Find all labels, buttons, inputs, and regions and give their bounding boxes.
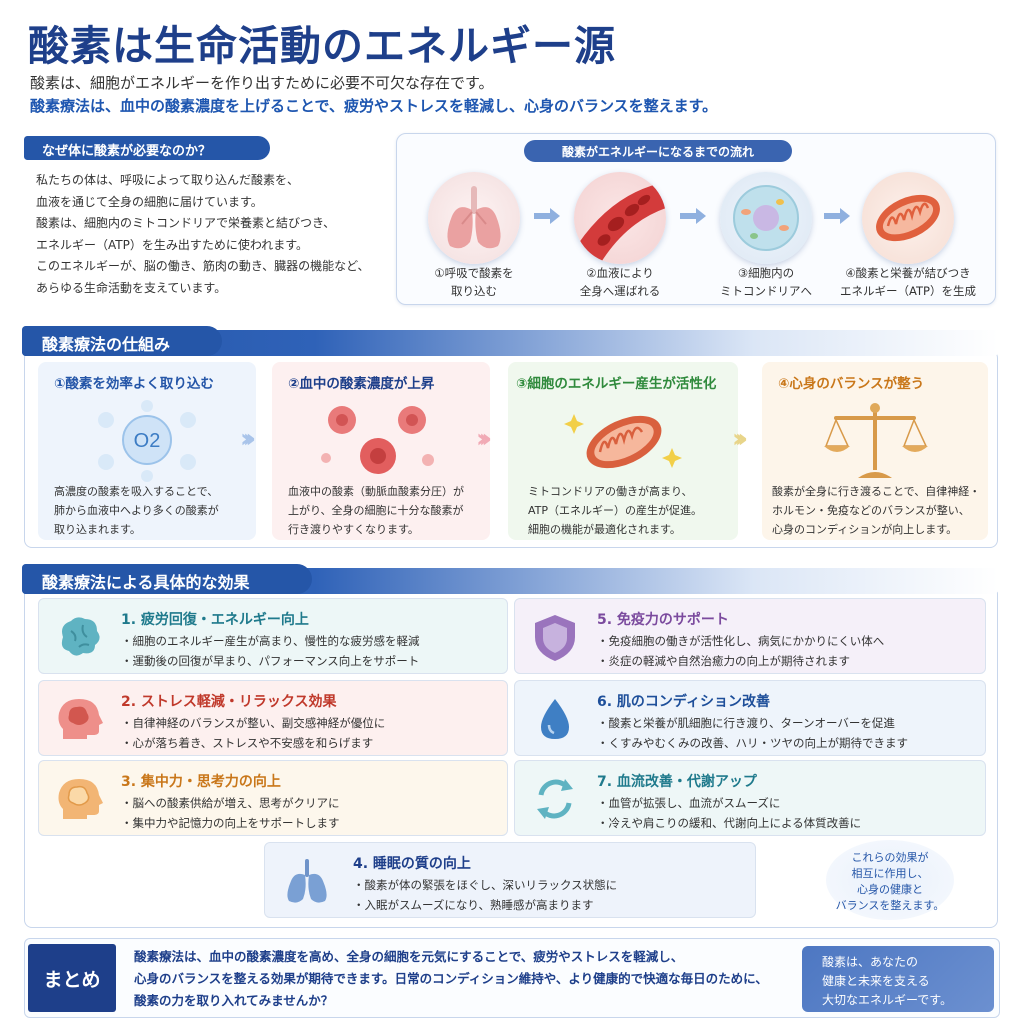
effect-card: 6. 肌のコンディション改善 ・酸素と栄養が肌細胞に行き渡り、ターンオーバーを促… xyxy=(514,680,986,756)
flow-heading: 酸素がエネルギーになるまでの流れ xyxy=(524,140,792,162)
mitochondria-icon xyxy=(862,172,954,264)
water-drop-icon xyxy=(541,699,569,739)
chevron-right-icon: ››› xyxy=(476,424,492,454)
oxygen-molecule-icon: O2 xyxy=(98,400,196,482)
lungs-icon xyxy=(287,859,327,903)
mechanism-heading: 酸素療法の仕組み xyxy=(22,326,222,356)
red-blood-cells-icon xyxy=(321,406,434,474)
flow-step-label: ④酸素と栄養が結びつき エネルギー（ATP）を生成 xyxy=(840,266,976,298)
effect-line: ・免疫細胞の働きが活性化し、病気にかかりにくい体へ xyxy=(597,634,885,648)
effect-card: 2. ストレス軽減・リラックス効果 ・自律神経のバランスが整い、副交感神経が優位… xyxy=(38,680,508,756)
mechanism-card-desc: ミトコンドリアの働きが高まり、 ATP（エネルギー）の産生が促進。 細胞の機能が… xyxy=(528,485,703,536)
effect-card: 1. 疲労回復・エネルギー向上 ・細胞のエネルギー産生が高まり、慢性的な疲労感を… xyxy=(38,598,508,674)
effect-card: 5. 免疫力のサポート ・免疫細胞の働きが活性化し、病気にかかりにくい体へ ・炎… xyxy=(514,598,986,674)
effect-line: ・くすみやむくみの改善、ハリ・ツヤの向上が期待できます xyxy=(597,736,908,750)
brain-icon xyxy=(61,617,100,656)
why-line: エネルギー（ATP）を生み出すために使われます。 xyxy=(36,237,309,252)
summary-callout: 酸素は、あなたの 健康と未来を支える 大切なエネルギーです。 xyxy=(802,946,994,1012)
effect-line: ・運動後の回復が早まり、パフォーマンス向上をサポート xyxy=(121,654,420,668)
effect-line: ・冷えや肩こりの緩和、代謝向上による体質改善に xyxy=(597,816,862,830)
mechanism-card-title: ①酸素を効率よく取り込む xyxy=(54,376,214,392)
cell-icon xyxy=(720,172,812,264)
summary-heading: まとめ xyxy=(28,944,116,1012)
lungs-icon xyxy=(428,172,520,264)
balance-scale-icon xyxy=(824,403,928,478)
mechanism-card-title: ③細胞のエネルギー産生が活性化 xyxy=(516,376,717,392)
blood-vessel-icon xyxy=(574,172,666,264)
effect-card: 3. 集中力・思考力の向上 ・脳への酸素供給が増え、思考がクリアに ・集中力や記… xyxy=(38,760,508,836)
head-profile-icon xyxy=(58,779,103,819)
effect-line: ・炎症の軽減や自然治癒力の向上が期待されます xyxy=(597,654,850,668)
mechanism-card-desc: 酸素が全身に行き渡ることで、自律神経・ ホルモン・免疫などのバランスが整い、 心… xyxy=(772,485,981,536)
effect-title: 2. ストレス軽減・リラックス効果 xyxy=(121,694,337,710)
cycle-arrows-icon xyxy=(537,779,573,819)
mechanism-card-title: ④心身のバランスが整う xyxy=(778,376,925,392)
summary-text: 酸素療法は、血中の酸素濃度を高め、全身の細胞を元気にすることで、疲労やストレスを… xyxy=(134,949,768,1008)
why-body: 私たちの体は、呼吸によって取り込んだ酸素を、 血液を通じて全身の細胞に届けていま… xyxy=(36,170,386,299)
mechanism-card: ④心身のバランスが整う 酸素が全身に行き渡ることで、自律神経・ ホルモン・免疫な… xyxy=(762,362,988,540)
shield-icon xyxy=(535,615,575,661)
why-line: 酸素は、細胞内のミトコンドリアで栄養素と結びつき、 xyxy=(36,216,336,230)
flow-step-label: ①呼吸で酸素を 取り込む xyxy=(434,266,514,298)
mechanism-card-desc: 高濃度の酸素を吸入することで、 肺から血液中へより多くの酸素が 取り込まれます。 xyxy=(54,485,219,536)
effect-title: 3. 集中力・思考力の向上 xyxy=(121,774,281,790)
arrow-right-icon xyxy=(534,208,560,224)
effect-title: 6. 肌のコンディション改善 xyxy=(597,694,770,710)
mechanism-card: ③細胞のエネルギー産生が活性化 ミトコンドリアの働きが高まり、 ATP（エネルギ… xyxy=(508,362,738,540)
mitochondria-icon xyxy=(564,414,682,469)
chevron-right-icon: ››› xyxy=(240,424,256,454)
head-brain-icon xyxy=(58,699,103,739)
effect-line: ・酸素が体の緊張をほぐし、深いリラックス状態に xyxy=(353,878,618,892)
why-line: あらゆる生命活動を支えています。 xyxy=(36,280,227,295)
effect-title: 4. 睡眠の質の向上 xyxy=(353,856,471,872)
effects-heading: 酸素療法による具体的な効果 xyxy=(22,564,312,594)
mechanism-card-desc: 血液中の酸素（動脈血酸素分圧）が 上がり、全身の細胞に十分な酸素が 行き渡りやす… xyxy=(288,485,464,536)
arrow-right-icon xyxy=(824,208,850,224)
effect-title: 1. 疲労回復・エネルギー向上 xyxy=(121,612,309,628)
flow-step-label: ③細胞内の ミトコンドリアへ xyxy=(720,266,812,298)
effect-card: 7. 血流改善・代謝アップ ・血管が拡張し、血流がスムーズに ・冷えや肩こりの緩… xyxy=(514,760,986,836)
effect-line: ・酸素と栄養が肌細胞に行き渡り、ターンオーバーを促進 xyxy=(597,716,895,730)
effect-card: 4. 睡眠の質の向上 ・酸素が体の緊張をほぐし、深いリラックス状態に ・入眠がス… xyxy=(264,842,756,918)
effect-title: 5. 免疫力のサポート xyxy=(597,612,729,628)
page-title: 酸素は生命活動のエネルギー源 xyxy=(28,22,616,70)
effect-line: ・集中力や記憶力の向上をサポートします xyxy=(121,816,340,830)
effect-title: 7. 血流改善・代謝アップ xyxy=(597,774,757,790)
mechanism-card: ②血中の酸素濃度が上昇 血液中の酸素（動脈血酸素分圧）が 上がり、全身の細胞に十… xyxy=(272,362,490,540)
lead-emphasis: 酸素療法は、血中の酸素濃度を上げることで、疲労やストレスを軽減し、心身のバランス… xyxy=(30,97,718,115)
mechanism-card-title: ②血中の酸素濃度が上昇 xyxy=(288,376,435,392)
effect-line: ・脳への酸素供給が増え、思考がクリアに xyxy=(121,796,340,810)
why-line: 私たちの体は、呼吸によって取り込んだ酸素を、 xyxy=(36,173,300,187)
effect-line: ・自律神経のバランスが整い、副交感神経が優位に xyxy=(121,716,386,730)
effect-line: ・血管が拡張し、血流がスムーズに xyxy=(597,796,781,810)
lead-text: 酸素は、細胞がエネルギーを作り出すために必要不可欠な存在です。 xyxy=(30,74,494,92)
effect-line: ・心が落ち着き、ストレスや不安感を和らげます xyxy=(121,736,374,750)
effect-line: ・細胞のエネルギー産生が高まり、慢性的な疲労感を軽減 xyxy=(121,634,420,648)
mechanism-card: ①酸素を効率よく取り込む O2 高濃度の酸素を吸入することで、 肺から血液中へよ… xyxy=(38,362,256,540)
chevron-right-icon: ››› xyxy=(732,424,748,454)
effects-side-note: これらの効果が 相互に作用し、 心身の健康と バランスを整えます。 xyxy=(826,840,954,920)
arrow-right-icon xyxy=(680,208,706,224)
why-line: このエネルギーが、脳の働き、筋肉の動き、臓器の機能など、 xyxy=(36,259,370,273)
why-heading: なぜ体に酸素が必要なのか？ xyxy=(24,136,270,160)
flow-step-label: ②血液により 全身へ運ばれる xyxy=(579,266,661,298)
why-line: 血液を通じて全身の細胞に届けています。 xyxy=(36,194,263,209)
oxygen-label: O2 xyxy=(134,430,161,452)
effect-line: ・入眠がスムーズになり、熟睡感が高まります xyxy=(353,898,594,912)
